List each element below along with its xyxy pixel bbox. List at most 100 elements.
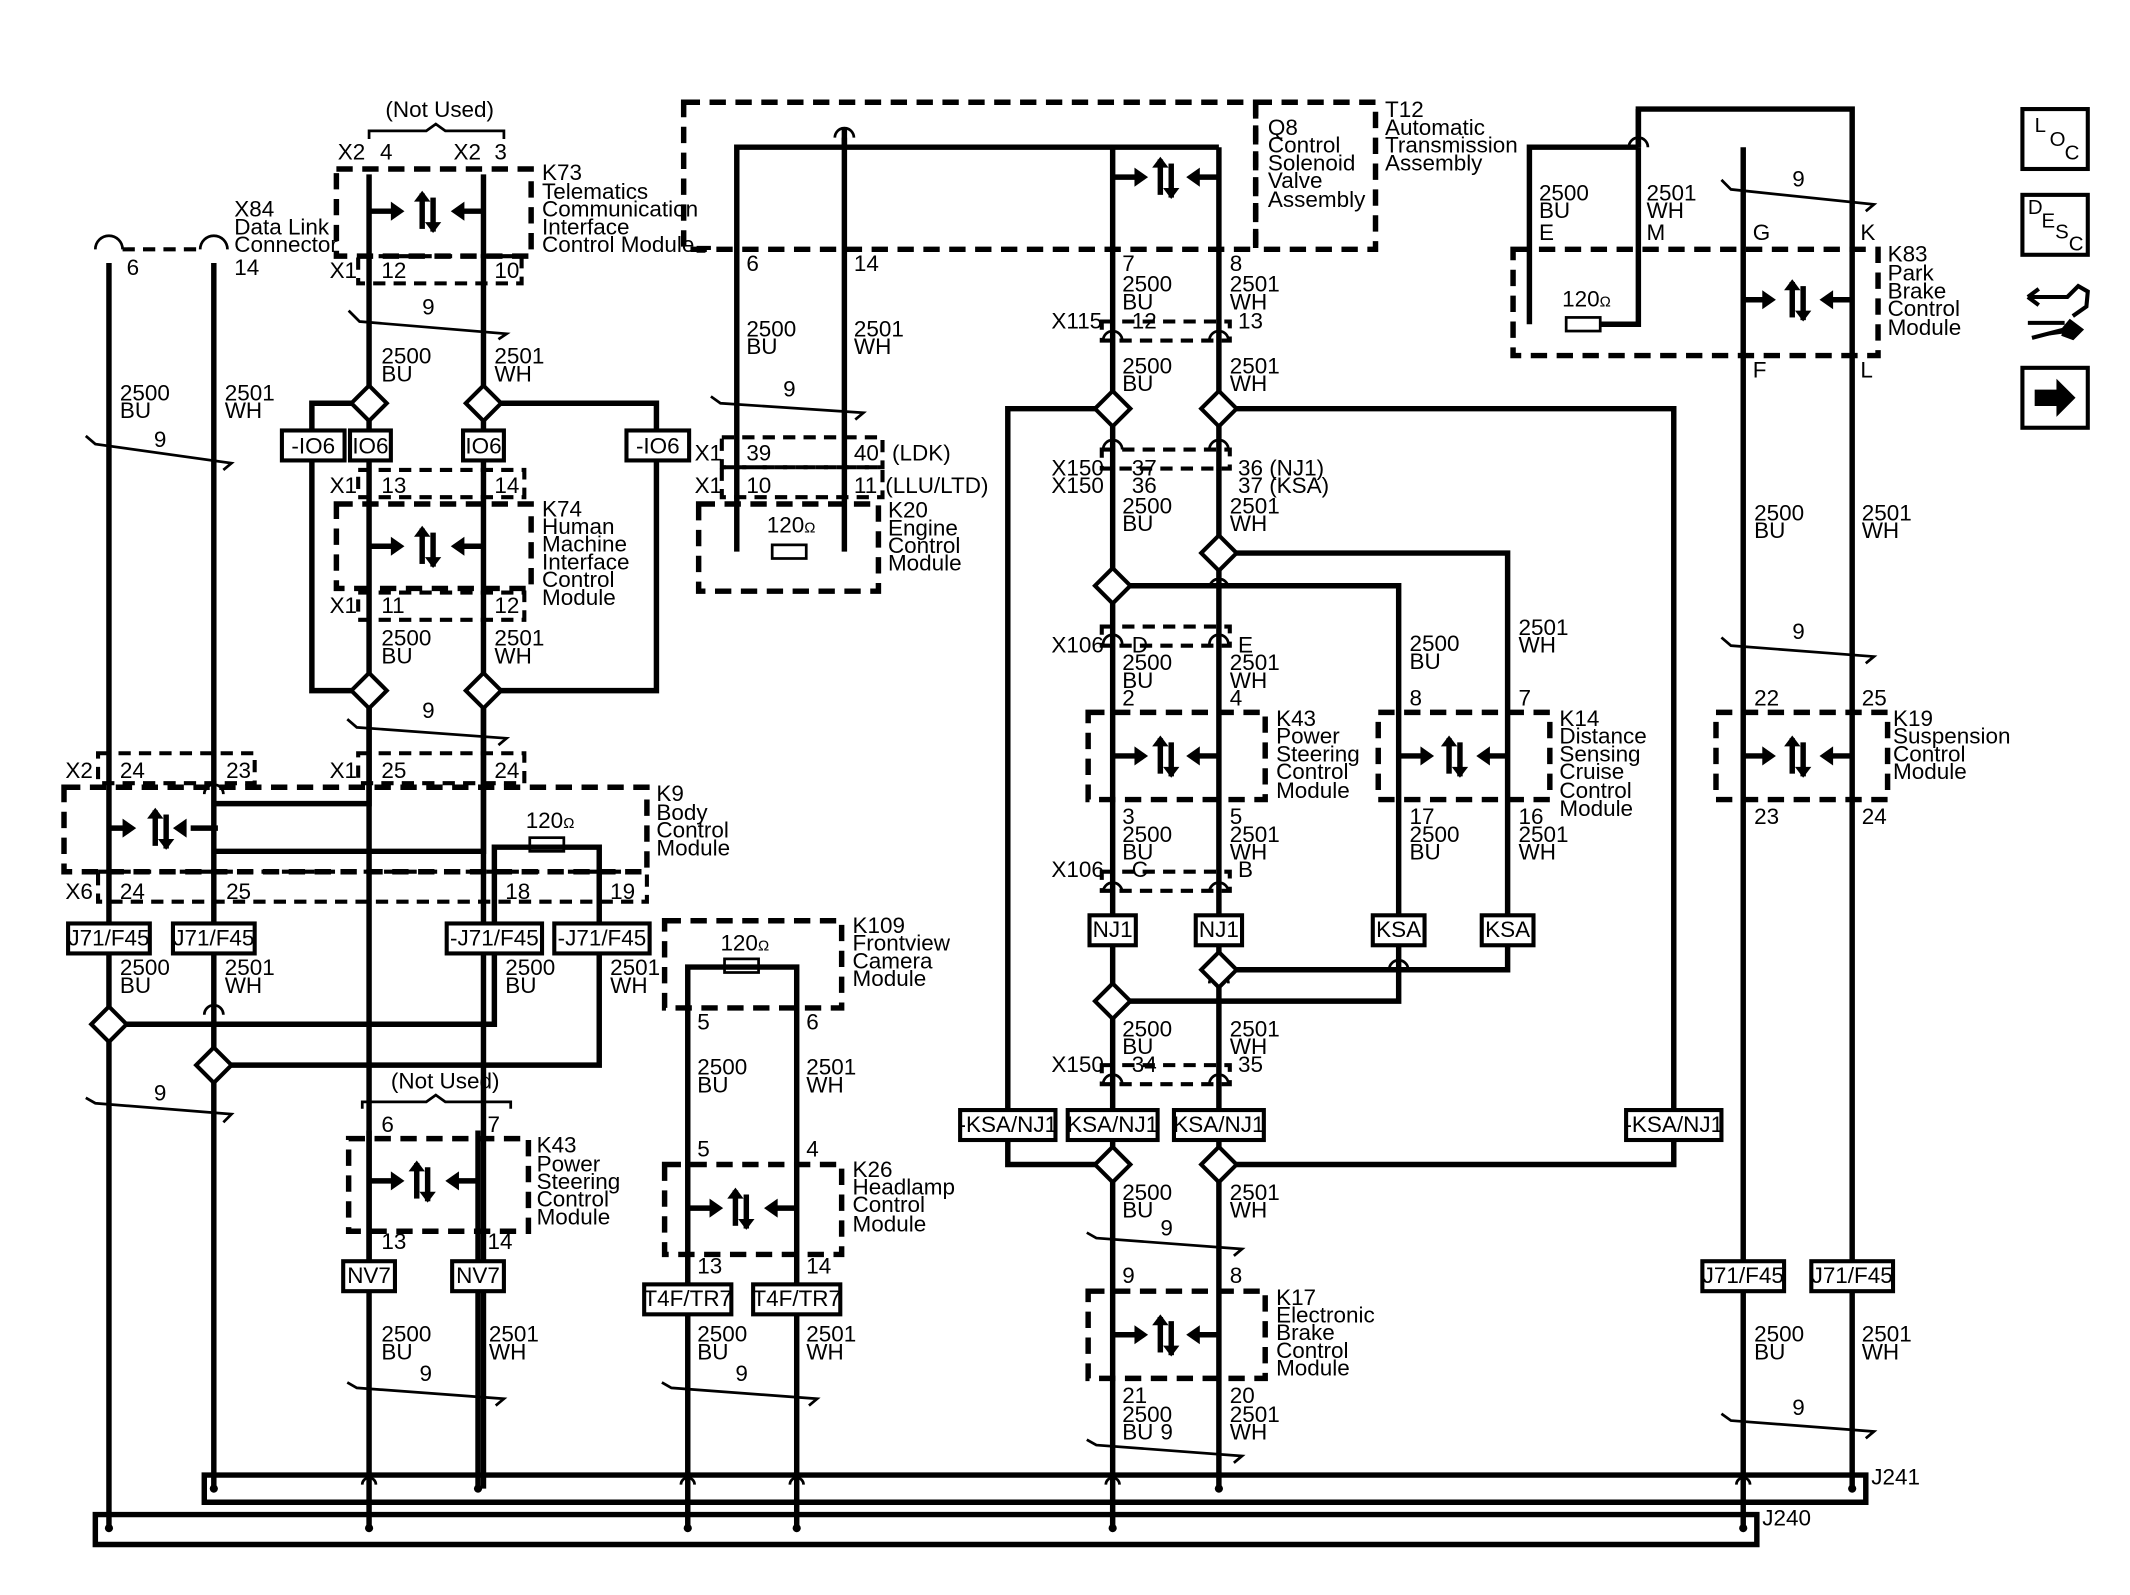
wire-color: WH	[489, 1339, 526, 1364]
pin-number: 17	[1410, 804, 1435, 829]
module-name: Valve	[1268, 168, 1323, 193]
pin-letter: E	[1539, 220, 1554, 245]
pin-number: 10	[746, 473, 771, 498]
pin-number: 13	[381, 1229, 406, 1254]
pin-number: 37	[1132, 455, 1157, 480]
pin-number: 23	[226, 758, 251, 783]
circuit-number: 2500	[1410, 631, 1460, 656]
pin-number: 7	[488, 1112, 501, 1137]
connector-id: X2	[338, 139, 365, 164]
pin-number: 2	[1122, 686, 1135, 711]
pin-number: 34	[1132, 1052, 1157, 1077]
circuit-number: 2501	[1519, 615, 1569, 640]
wire-color: BU	[1122, 289, 1153, 314]
wire-color: BU	[1122, 511, 1153, 536]
module-name: Module	[1276, 1356, 1350, 1381]
wire-color: WH	[1230, 511, 1267, 536]
module-name: Steering	[537, 1169, 621, 1194]
module-name: Control	[1276, 1338, 1348, 1363]
wire-color: BU	[1122, 371, 1153, 396]
module-id: K20	[888, 498, 928, 523]
pin-number: 9	[1122, 1263, 1135, 1288]
module-name: Distance	[1559, 724, 1646, 749]
wire-color: BU	[697, 1072, 728, 1097]
module-name: Engine	[888, 515, 958, 540]
module-id: K9	[656, 781, 683, 806]
circuit-number: 2501	[806, 1055, 856, 1080]
circuit-number: 2500	[1410, 822, 1460, 847]
pin-number: 14	[488, 1229, 513, 1254]
pin-letter: K	[1860, 220, 1875, 245]
option-label: NJ1	[1199, 917, 1239, 942]
twist-count: 9	[419, 1361, 432, 1386]
circuit-number: 2500	[1122, 272, 1172, 297]
resistor-value: 120Ω	[526, 808, 575, 833]
module-name: Frontview	[853, 931, 951, 956]
option-label: J71/F45	[1703, 1263, 1784, 1288]
pin-number: 5	[697, 1010, 710, 1035]
connector-id: X1	[330, 593, 357, 618]
connector-id: X1	[695, 473, 722, 498]
option-label: T4F/TR7	[752, 1286, 841, 1311]
twist-count: 9	[1792, 167, 1805, 192]
pin-number: C	[1132, 857, 1148, 882]
option-label: NV7	[347, 1263, 391, 1288]
twist-count: 9	[1792, 619, 1805, 644]
k83-symbol	[1743, 279, 1853, 322]
vehicle-service-icon[interactable]	[2026, 283, 2090, 341]
location-icon[interactable]: L O C	[2020, 107, 2090, 172]
circuit-number: 2501	[494, 344, 544, 369]
wire-color: BU	[381, 643, 412, 668]
twist-count: 9	[154, 427, 167, 452]
option-label: -J71/F45	[558, 925, 647, 950]
wire-color: BU	[1122, 1420, 1153, 1445]
pin-number: 37 (KSA)	[1238, 473, 1329, 498]
module-name: Camera	[853, 948, 933, 973]
pin-number: 10	[494, 258, 519, 283]
pin-number: 8	[1230, 1263, 1243, 1288]
pin-number: 6	[806, 1010, 819, 1035]
next-arrow-icon[interactable]	[2020, 365, 2090, 430]
twist-count: 9	[735, 1361, 748, 1386]
wire-color: BU	[1122, 1198, 1153, 1223]
module-name: Human	[542, 514, 614, 539]
circuit-number: 2500	[381, 344, 431, 369]
circuit-number: 2501	[1230, 1180, 1280, 1205]
module-id: K43	[537, 1132, 577, 1157]
module-id: K14	[1559, 706, 1599, 731]
option-label: -KSA/NJ1	[1624, 1112, 1723, 1137]
circuit-number: 2500	[505, 955, 555, 980]
wire-color: WH	[225, 973, 262, 998]
pin-number: 5	[1230, 804, 1243, 829]
svg-text:C: C	[2069, 234, 2084, 256]
option-label: KSA/NJ1	[1067, 1112, 1158, 1137]
svg-text:E: E	[2041, 211, 2055, 233]
wire-color: BU	[697, 1339, 728, 1364]
pin-number: 7	[1122, 251, 1135, 276]
hops	[202, 136, 1650, 1015]
pin-number: 3	[1122, 804, 1135, 829]
pin-number: 4	[806, 1136, 819, 1161]
module-name: Interface	[542, 549, 629, 574]
option-label: J71/F45	[173, 925, 254, 950]
k14-symbol	[1420, 735, 1490, 778]
wire-color: WH	[494, 361, 531, 386]
pin-number: 8	[1230, 251, 1243, 276]
circuit-number: 2500	[697, 1055, 747, 1080]
module-id: K43	[1276, 706, 1316, 731]
module-name: Module	[853, 1211, 927, 1236]
circuit-number: 2500	[1539, 180, 1589, 205]
circuit-number: 2500	[1122, 822, 1172, 847]
circuit-number: 2500	[1122, 353, 1172, 378]
connector-id: X2	[65, 758, 92, 783]
option-label: -IO6	[291, 434, 335, 459]
description-icon[interactable]: D E S C	[2020, 192, 2090, 257]
circuit-number: 2501	[1862, 1322, 1912, 1347]
circuit-number: 2501	[806, 1322, 856, 1347]
k17-symbol	[1112, 1314, 1219, 1357]
circuit-number: 2501	[225, 381, 275, 406]
module-name: Module	[1893, 759, 1967, 784]
pin-number: 14	[234, 255, 259, 280]
not-used-label: (Not Used)	[385, 97, 494, 122]
k9-symbol	[122, 807, 187, 850]
